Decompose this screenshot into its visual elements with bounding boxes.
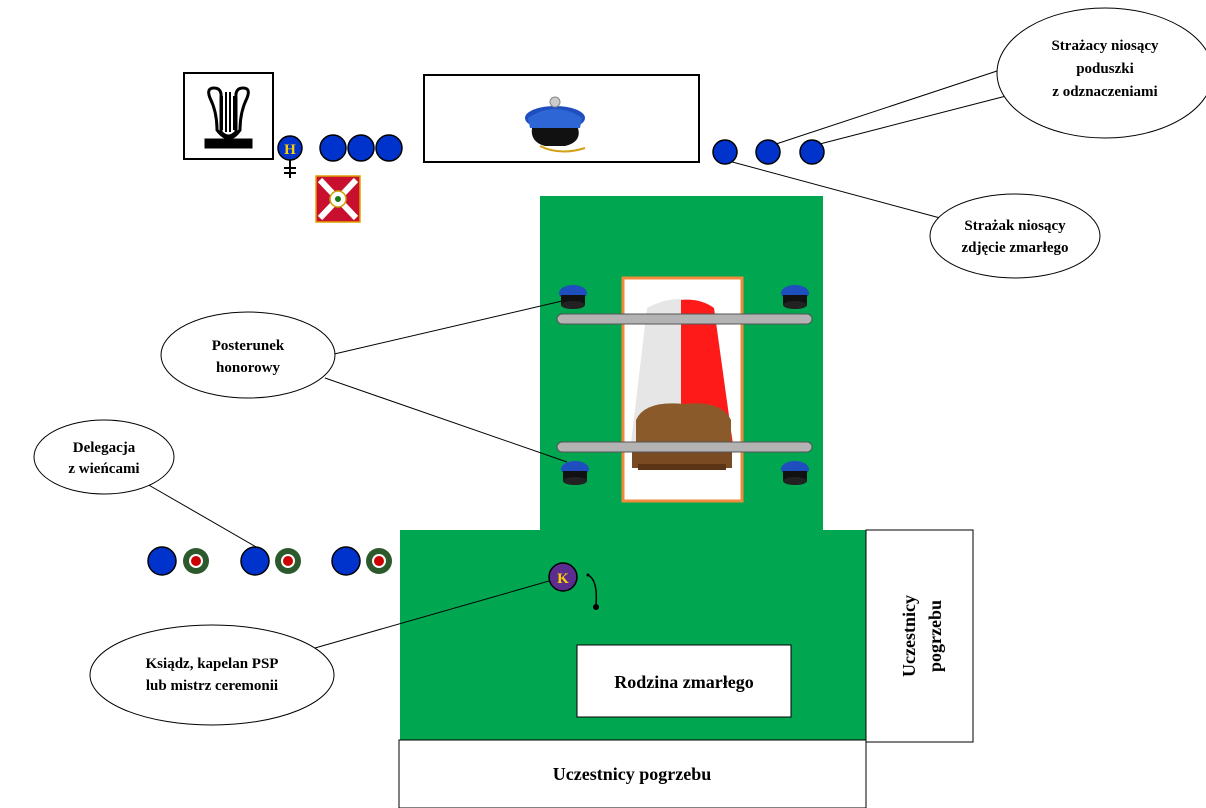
svg-text:z wieńcami: z wieńcami bbox=[68, 461, 139, 477]
person-cushion-bearer bbox=[755, 139, 781, 165]
standard-bearer-letter: H bbox=[284, 142, 296, 158]
svg-text:Uczestnicy: Uczestnicy bbox=[899, 595, 919, 677]
svg-text:poduszki: poduszki bbox=[1076, 61, 1134, 77]
firefighter-cap-icon bbox=[525, 96, 586, 153]
cap-box bbox=[423, 74, 700, 163]
person-cushion-bearer bbox=[799, 139, 825, 165]
priest-letter: K bbox=[557, 571, 569, 587]
callout-photo-bearer: Strażak niosący zdjęcie zmarłego bbox=[929, 193, 1101, 279]
person-delegate bbox=[240, 546, 270, 576]
person-escort bbox=[347, 134, 375, 162]
svg-text:Uczestnicy pogrzebu: Uczestnicy pogrzebu bbox=[553, 764, 711, 784]
wreath-delegation bbox=[147, 546, 392, 576]
standard-bearer: H bbox=[277, 135, 303, 178]
callout-wreath-delegation: Delegacja z wieńcami bbox=[33, 419, 175, 495]
honor-guard bbox=[559, 285, 809, 485]
person-escort bbox=[319, 134, 347, 162]
participants-side-box: Uczestnicy pogrzebu bbox=[865, 529, 974, 743]
svg-text:pogrzebu: pogrzebu bbox=[925, 600, 945, 672]
escort-group bbox=[319, 134, 403, 162]
callout-cushion-bearers: Strażacy niosący poduszki z odznaczeniam… bbox=[996, 7, 1206, 139]
callout-honor-guard: Posterunek honorowy bbox=[160, 311, 336, 399]
cap-icon-guard bbox=[561, 461, 589, 485]
cap-icon-guard bbox=[781, 285, 809, 309]
coffin-icon bbox=[556, 276, 813, 503]
person-escort bbox=[375, 134, 403, 162]
connector-lines bbox=[139, 69, 1011, 649]
svg-text:Delegacja: Delegacja bbox=[73, 440, 136, 456]
wreath-icon bbox=[183, 548, 209, 574]
svg-text:z odznaczeniami: z odznaczeniami bbox=[1052, 84, 1157, 100]
svg-text:lub mistrz ceremonii: lub mistrz ceremonii bbox=[146, 678, 278, 694]
family-box: Rodzina zmarłego bbox=[576, 644, 792, 718]
wreath-icon bbox=[275, 548, 301, 574]
aspergillum-icon bbox=[587, 574, 598, 606]
svg-text:Ksiądz, kapelan PSP: Ksiądz, kapelan PSP bbox=[146, 656, 279, 672]
svg-text:Strażak niosący: Strażak niosący bbox=[964, 218, 1066, 234]
person-delegate bbox=[331, 546, 361, 576]
cap-icon-guard bbox=[781, 461, 809, 485]
person-delegate bbox=[147, 546, 177, 576]
person-photo-bearer bbox=[712, 139, 738, 165]
wreath-icon bbox=[366, 548, 392, 574]
bearers-group bbox=[712, 139, 825, 165]
band-box bbox=[183, 72, 274, 160]
svg-text:Strażacy niosący: Strażacy niosący bbox=[1051, 38, 1159, 54]
svg-text:honorowy: honorowy bbox=[216, 360, 280, 376]
cap-icon-guard bbox=[559, 285, 587, 309]
priest-marker: K bbox=[548, 562, 599, 610]
participants-bottom-box: Uczestnicy pogrzebu bbox=[398, 739, 867, 808]
svg-text:zdjęcie zmarłego: zdjęcie zmarłego bbox=[961, 240, 1068, 256]
banner-icon bbox=[315, 175, 361, 223]
lyre-icon bbox=[204, 86, 253, 149]
callout-priest: Ksiądz, kapelan PSP lub mistrz ceremonii bbox=[89, 624, 335, 726]
svg-text:Posterunek: Posterunek bbox=[212, 338, 285, 354]
svg-text:Rodzina zmarłego: Rodzina zmarłego bbox=[614, 672, 753, 692]
